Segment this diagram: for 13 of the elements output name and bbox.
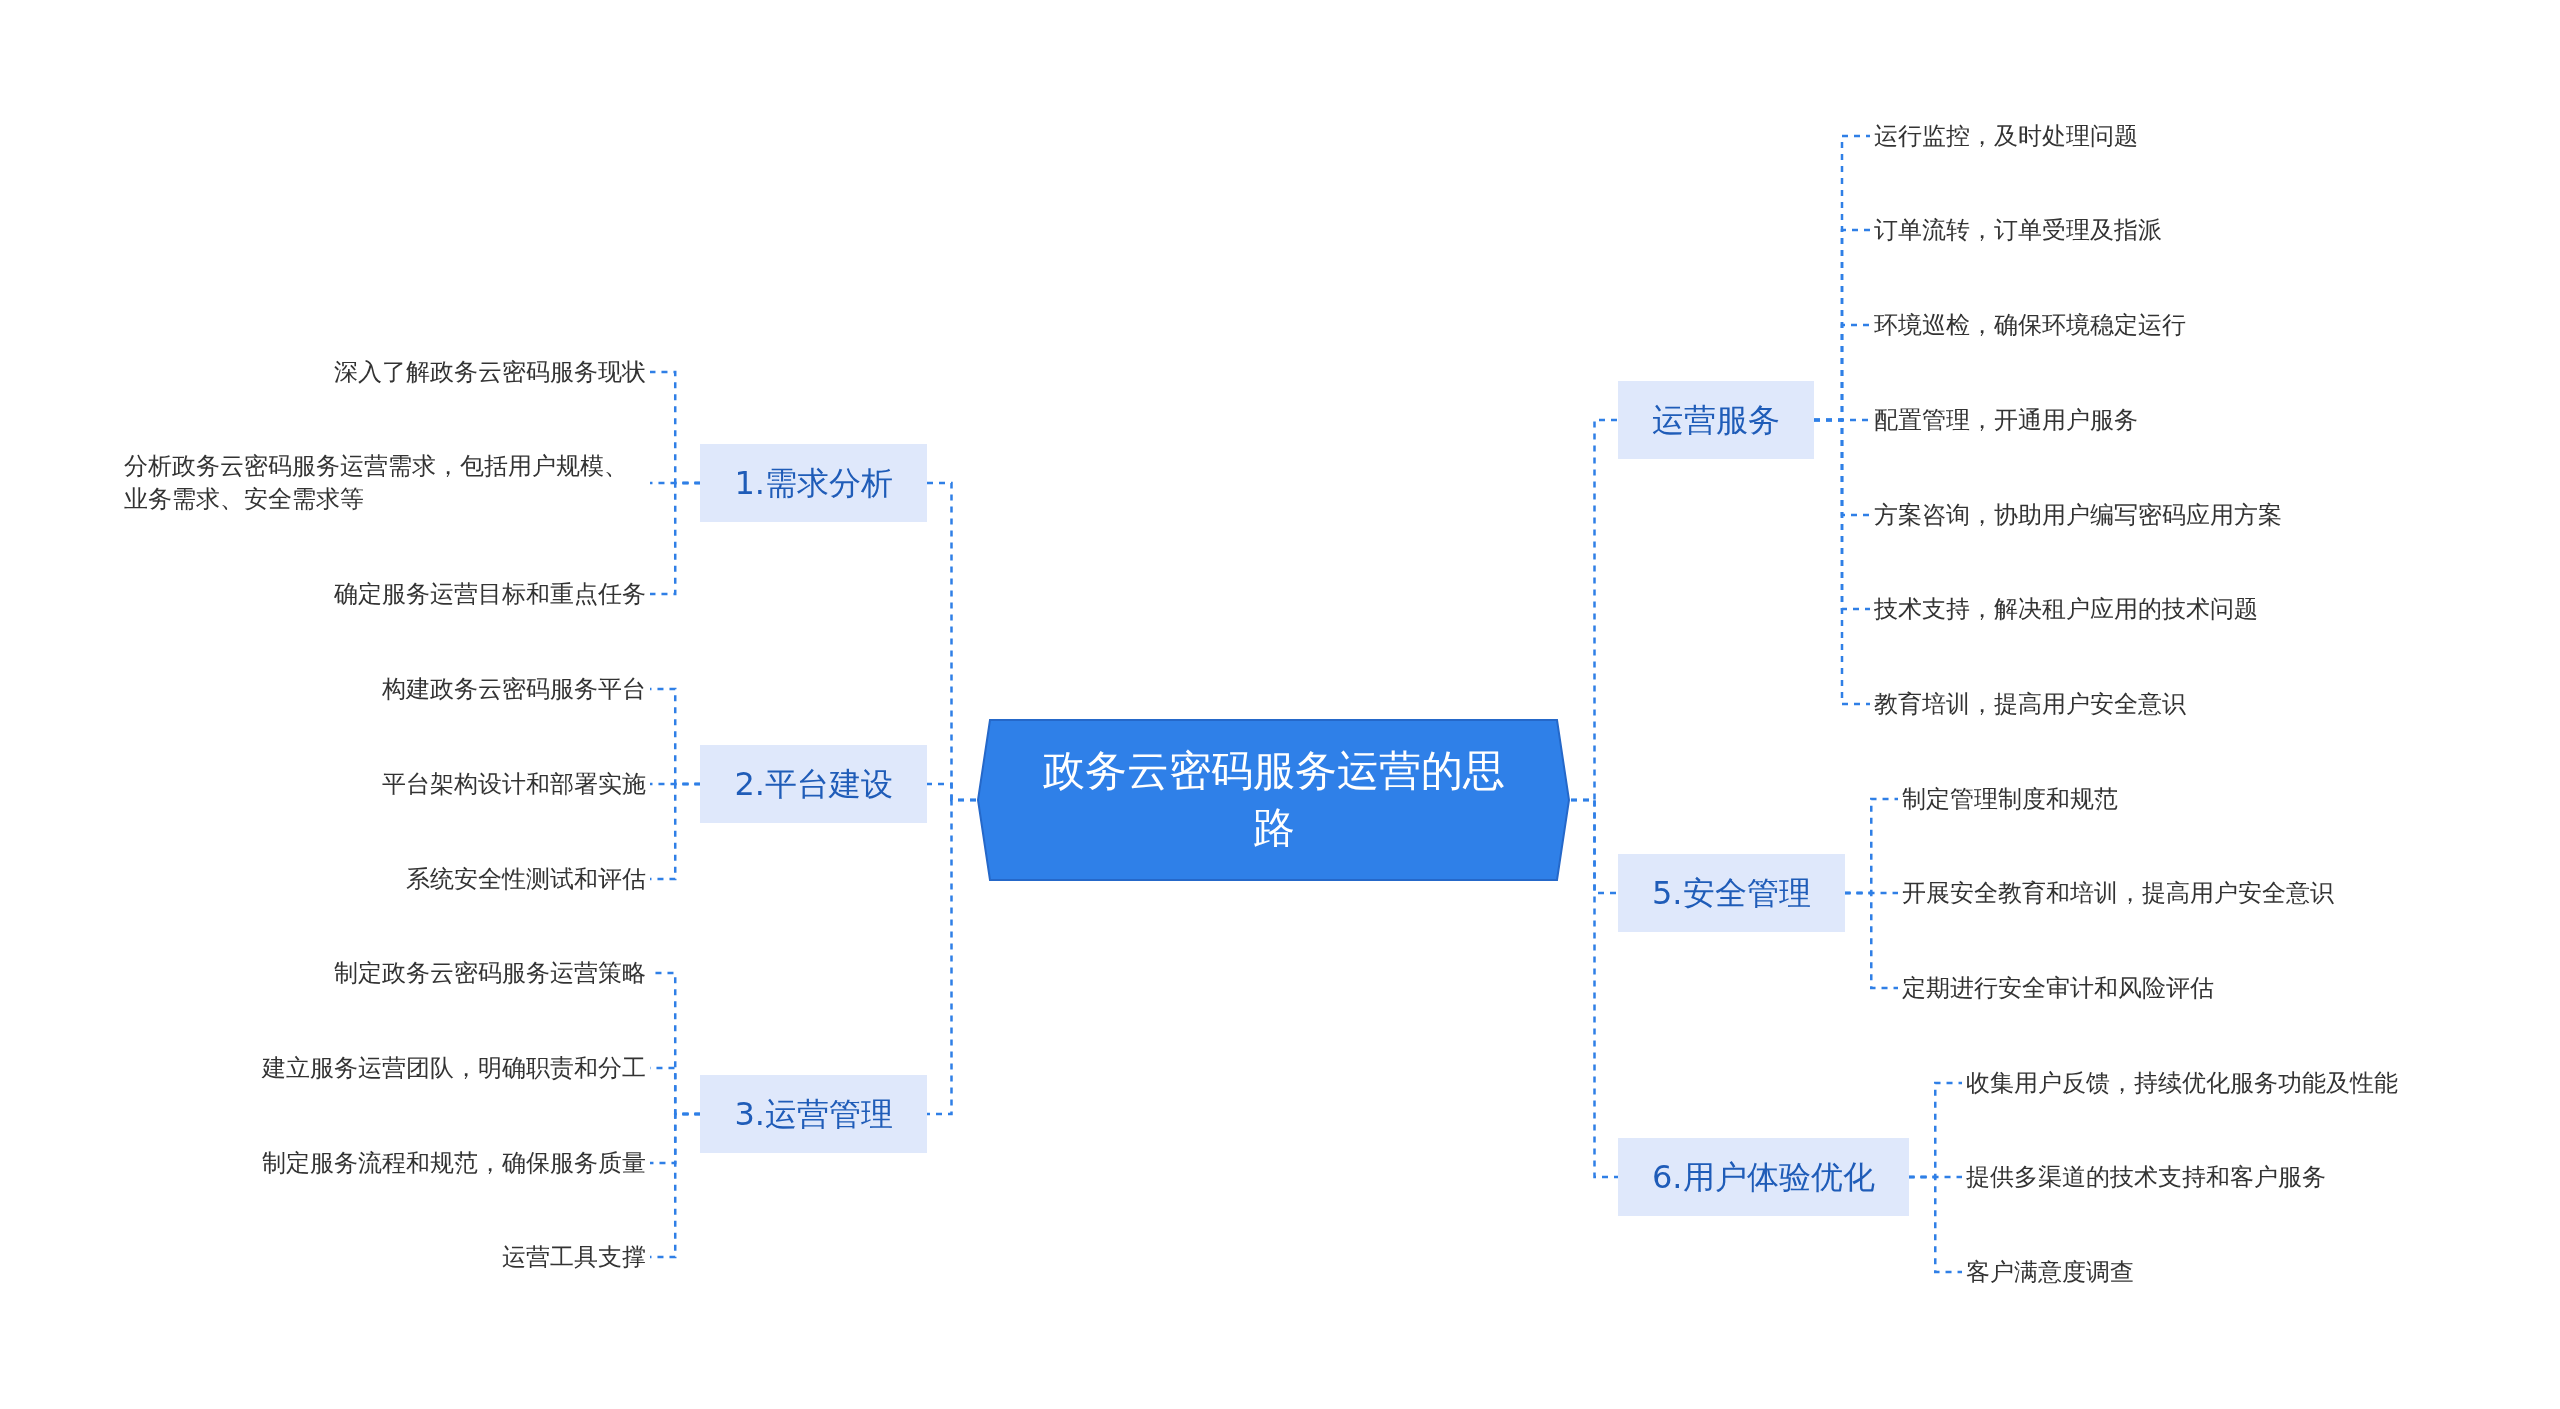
branch-topic: 5.安全管理 xyxy=(1618,854,1845,932)
branch-topic: 6.用户体验优化 xyxy=(1618,1138,1909,1216)
branch-topic: 1.需求分析 xyxy=(700,444,927,522)
connector-line xyxy=(1908,1175,1962,1274)
branch-topic: 2.平台建设 xyxy=(700,745,927,823)
connector-line xyxy=(1844,891,1898,990)
central-topic-text: 政务云密码服务运营的思路 xyxy=(1041,745,1506,854)
connector-line xyxy=(1571,798,1618,1179)
connector-line xyxy=(927,798,976,1116)
connector-line xyxy=(1814,418,1870,706)
connector-line xyxy=(650,481,701,596)
branch-topic: 3.运营管理 xyxy=(700,1075,927,1153)
branch-topic: 运营服务 xyxy=(1618,381,1814,459)
